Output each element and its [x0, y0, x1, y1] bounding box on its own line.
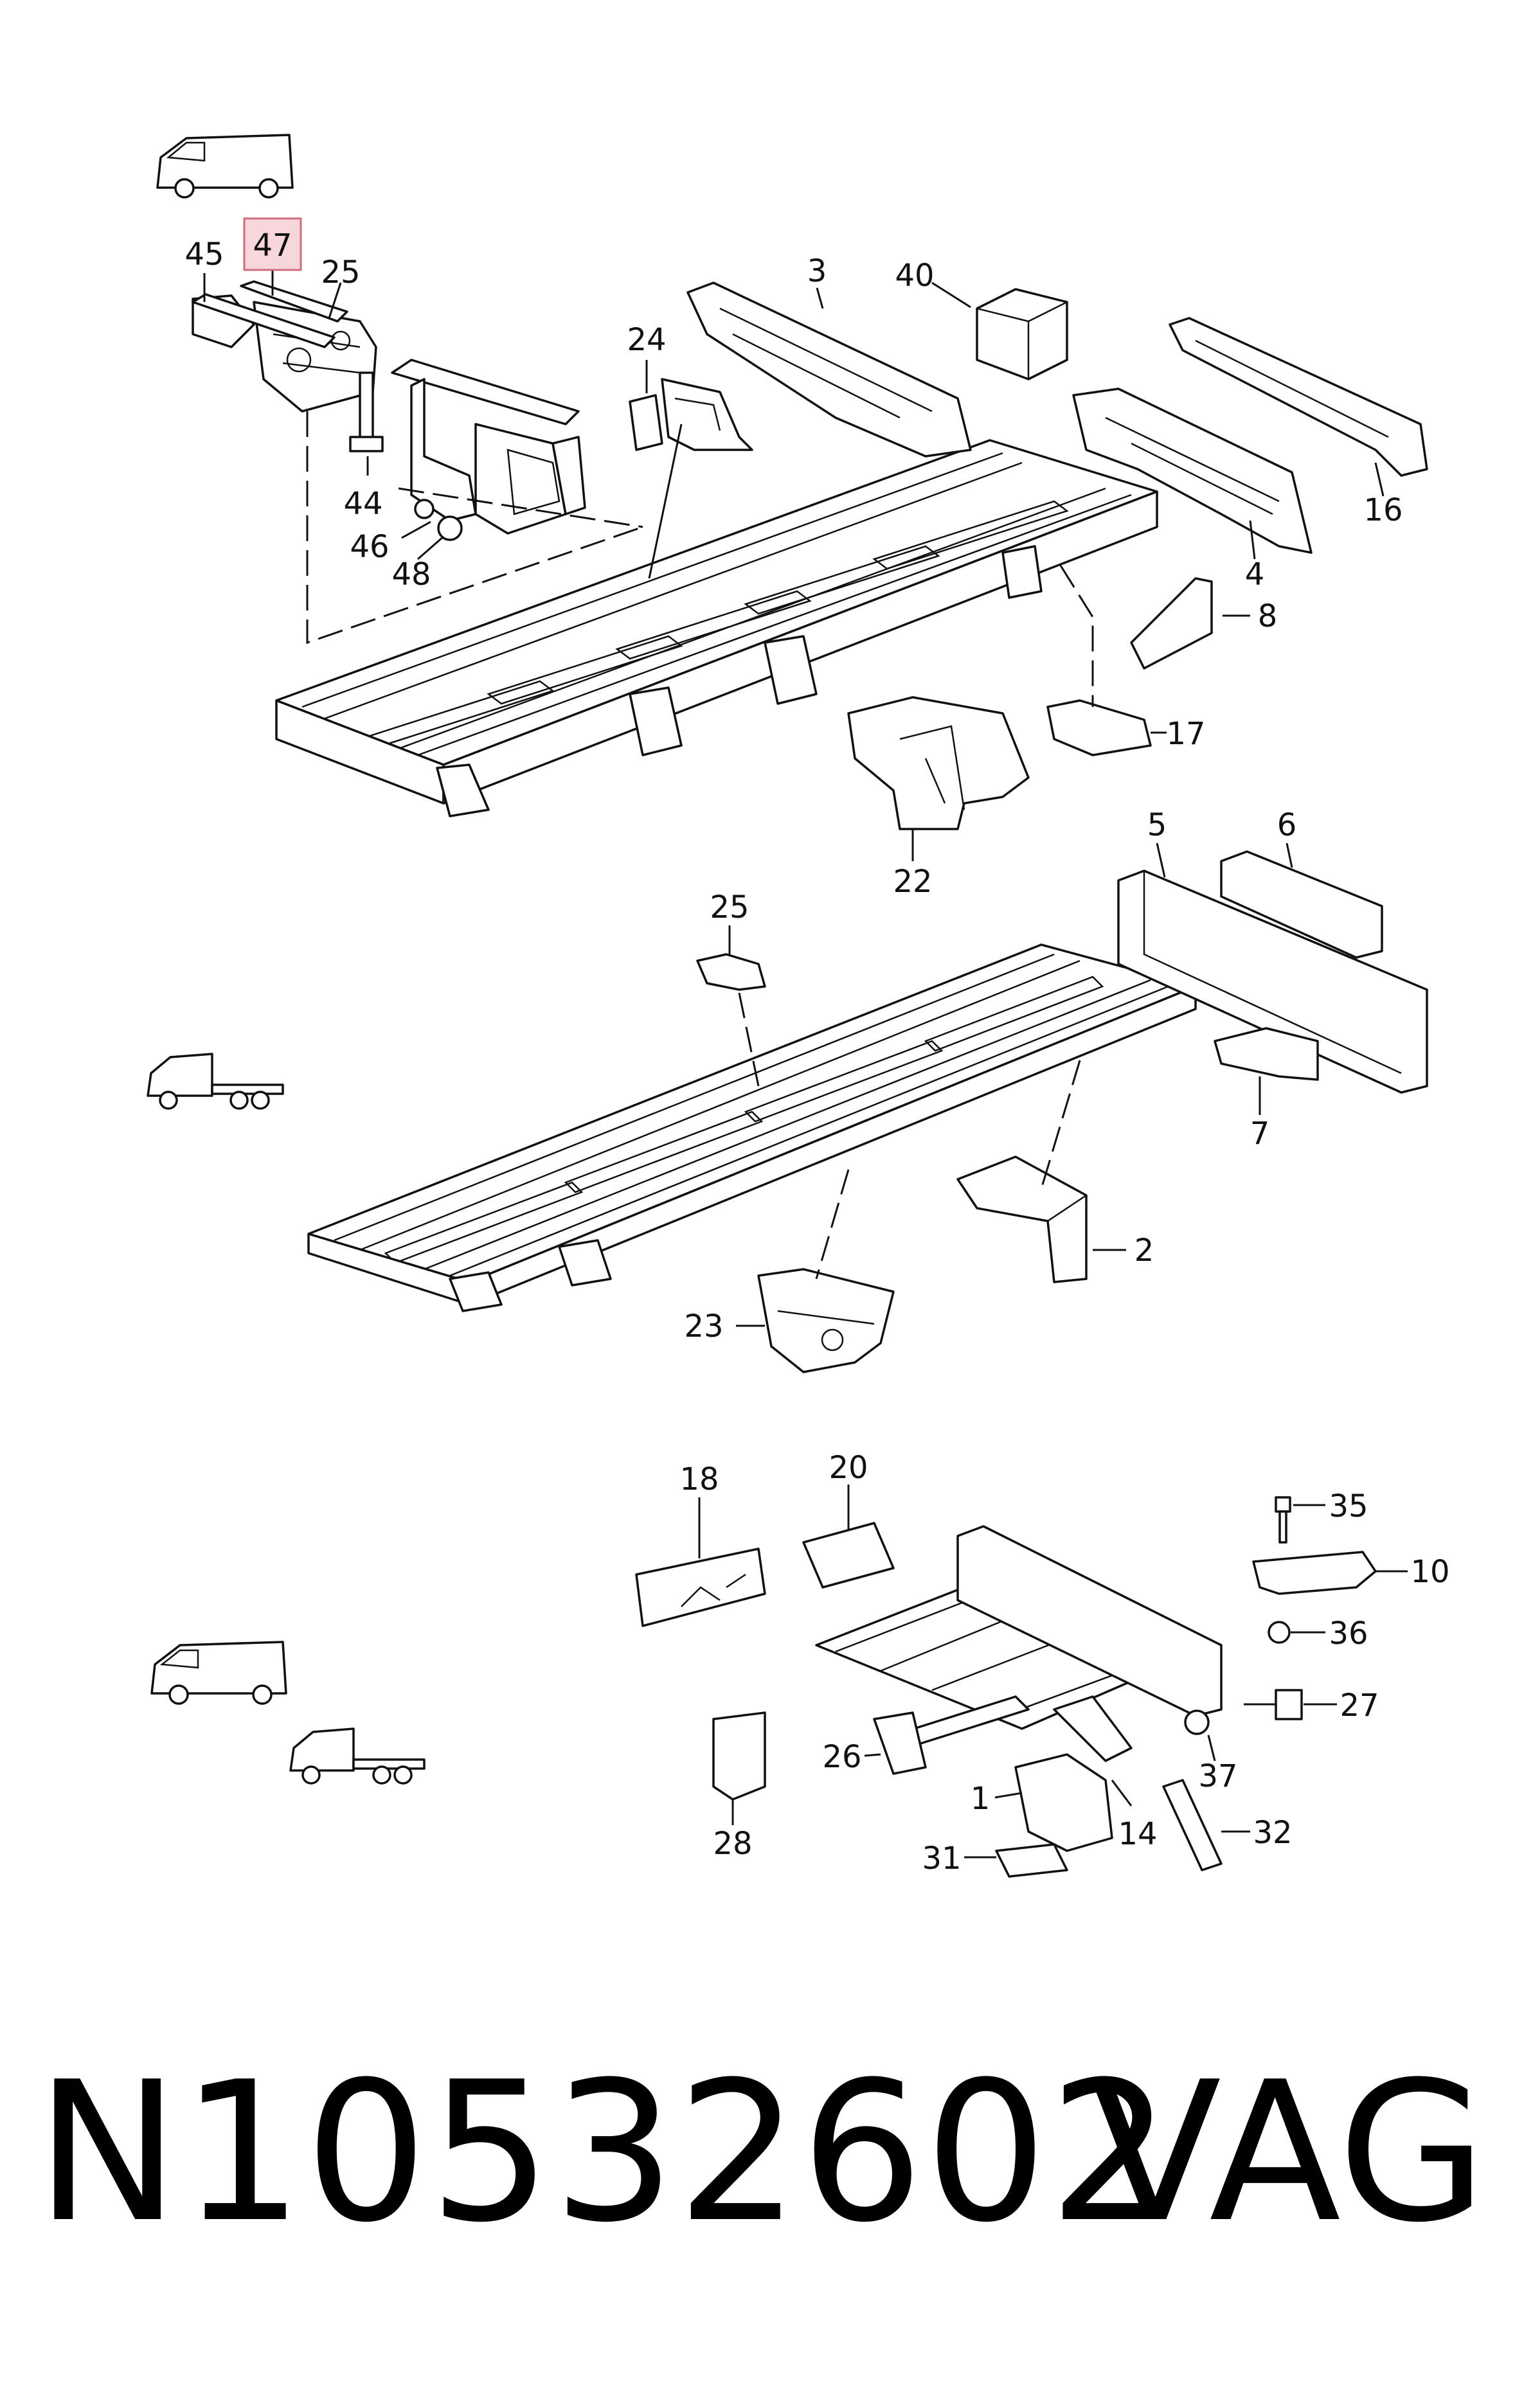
callout-3: 3	[807, 253, 827, 289]
callout-48: 48	[391, 557, 431, 593]
part-5-crossmember	[1117, 870, 1428, 1094]
footer: N10532602 VAG	[35, 2037, 1487, 2269]
part-1-mount	[1014, 1753, 1113, 1852]
callout-27: 27	[1340, 1688, 1379, 1724]
callout-18: 18	[679, 1461, 719, 1497]
chassis-cab-icon	[147, 1053, 284, 1110]
callout-47: 47	[253, 227, 292, 263]
callout-labels-bottom: 18 20 35 10 36 27 26 37 1 14 32 31 28	[679, 1450, 1449, 1877]
callout-20: 20	[829, 1450, 868, 1486]
part-3-rail	[686, 281, 972, 458]
van-icon-bottom	[150, 1641, 287, 1705]
frame-rail-detail	[391, 359, 586, 535]
callout-36: 36	[1329, 1616, 1368, 1652]
callout-45: 45	[184, 236, 224, 272]
part-2-bracket	[956, 1155, 1088, 1283]
callout-4: 4	[1245, 557, 1265, 593]
top-leader-lines	[203, 270, 1385, 861]
brand-name: VAG	[1089, 2040, 1487, 2265]
callout-16: 16	[1363, 492, 1403, 528]
callout-5: 5	[1147, 807, 1167, 843]
callout-17: 17	[1166, 716, 1205, 752]
callout-10: 10	[1410, 1554, 1449, 1590]
part-31-plate	[995, 1843, 1068, 1878]
callout-37: 37	[1198, 1758, 1237, 1794]
part-35-bolt	[1275, 1496, 1291, 1544]
chassis-cab-icon-bottom	[289, 1727, 426, 1785]
callout-35: 35	[1329, 1488, 1368, 1524]
nut-48	[437, 515, 463, 541]
callout-labels-top: 45 47 25 3 40 24 16 44 46 48 4 8 17 22	[184, 227, 1403, 900]
part-25-bracket-middle	[696, 953, 766, 991]
callout-32: 32	[1253, 1815, 1292, 1851]
callout-2: 2	[1134, 1233, 1154, 1269]
callout-labels-middle: 5 6 25 7 2 23	[684, 807, 1296, 1344]
callout-7: 7	[1250, 1116, 1270, 1152]
part-14-gusset	[1053, 1695, 1133, 1762]
callout-1: 1	[971, 1781, 991, 1817]
part-10-hook	[1252, 1551, 1377, 1595]
part-37-nut	[1184, 1709, 1210, 1735]
part-24-bracket	[629, 378, 753, 451]
callout-14: 14	[1118, 1816, 1157, 1852]
callout-46: 46	[350, 529, 389, 565]
callout-25-middle: 25	[710, 889, 749, 925]
chassis-frame-bottom	[815, 1525, 1223, 1749]
callout-28: 28	[713, 1826, 752, 1862]
van-icon	[156, 134, 294, 199]
callout-8: 8	[1258, 598, 1278, 634]
part-23-mount	[757, 1268, 895, 1373]
middle-leader-lines	[728, 843, 1293, 1327]
chassis-frame-middle	[307, 943, 1197, 1312]
part-26-bracket	[873, 1711, 927, 1775]
callout-24: 24	[627, 322, 666, 358]
part-40-block	[976, 288, 1068, 380]
part-7-gusset	[1214, 1027, 1319, 1081]
washer-46	[414, 499, 435, 519]
part-36-nut	[1268, 1621, 1291, 1644]
part-22-mount	[847, 696, 1030, 830]
part-17-bracket	[1046, 699, 1152, 756]
callout-26: 26	[822, 1739, 861, 1775]
part-32-strip	[1162, 1779, 1223, 1871]
callout-31: 31	[922, 1841, 961, 1877]
mount-bracket-assembly	[192, 280, 384, 452]
callout-23: 23	[684, 1308, 723, 1344]
callout-22: 22	[893, 864, 932, 900]
highlight-box-47	[243, 217, 302, 271]
bottom-leader-lines	[698, 1485, 1408, 1859]
part-20-bracket	[802, 1522, 895, 1589]
part-27-stop	[1244, 1689, 1303, 1720]
part-16-rail	[1169, 317, 1428, 477]
part-number: N10532602	[35, 2040, 1173, 2265]
callout-6: 6	[1277, 807, 1297, 843]
callout-25: 25	[321, 254, 360, 290]
part-18-plate	[635, 1547, 766, 1627]
part-8-gusset	[1130, 577, 1213, 670]
callout-44: 44	[343, 486, 382, 522]
part-4-crossmember	[1072, 388, 1313, 554]
chassis-frame-top	[275, 439, 1158, 817]
callout-40: 40	[895, 258, 934, 294]
part-6-plate	[1220, 850, 1383, 959]
part-28-bracket	[712, 1711, 766, 1801]
